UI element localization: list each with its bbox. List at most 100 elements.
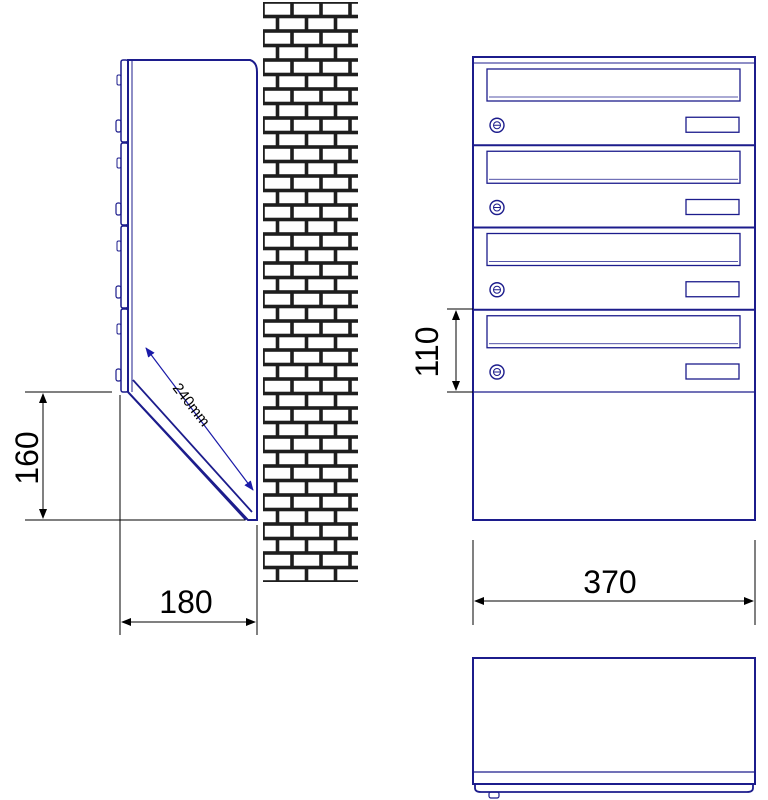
brick — [263, 250, 276, 262]
brick — [308, 569, 334, 581]
brick — [381, 294, 406, 305]
brick — [308, 482, 334, 494]
brick — [366, 18, 391, 29]
brick — [221, 221, 246, 232]
brick — [322, 264, 349, 276]
side-height-label: 160 — [9, 431, 45, 484]
brick — [221, 569, 246, 580]
brick — [264, 467, 291, 479]
brick — [279, 337, 305, 349]
brick — [351, 525, 358, 537]
brick — [366, 337, 391, 348]
brick — [279, 105, 305, 117]
brick — [322, 322, 349, 334]
brick — [322, 235, 349, 247]
brick — [308, 337, 334, 349]
brick-wall — [221, 2, 406, 582]
brick — [366, 76, 391, 87]
name-tag — [685, 281, 740, 298]
brick — [366, 105, 391, 116]
brick — [236, 33, 261, 44]
brick — [337, 569, 358, 581]
brick — [351, 32, 358, 44]
brick — [322, 119, 349, 131]
brick — [293, 322, 320, 334]
brick — [293, 351, 320, 363]
brick — [381, 410, 406, 421]
brick — [308, 163, 334, 175]
brick — [263, 540, 276, 552]
brick — [337, 366, 358, 378]
brick — [264, 525, 291, 537]
brick — [264, 380, 291, 392]
brick — [381, 207, 406, 218]
brick — [337, 453, 358, 465]
brick — [322, 90, 349, 102]
brick — [264, 3, 291, 15]
brick — [221, 134, 246, 145]
brick — [279, 18, 305, 30]
brick — [264, 235, 291, 247]
brick — [366, 366, 391, 377]
brick — [366, 163, 391, 174]
brick — [351, 235, 358, 247]
brick — [366, 47, 391, 58]
brick — [293, 206, 320, 218]
brick — [337, 105, 358, 117]
top-view — [472, 657, 756, 799]
brick — [366, 221, 391, 232]
brick — [322, 148, 349, 160]
brick — [337, 337, 358, 349]
brick — [293, 235, 320, 247]
brick — [221, 163, 246, 174]
brick — [322, 467, 349, 479]
brick — [263, 482, 276, 494]
brick — [308, 453, 334, 465]
brick — [263, 366, 276, 378]
mailbox-compartment — [473, 226, 755, 298]
brick — [337, 163, 358, 175]
brick — [381, 526, 406, 537]
brick — [322, 525, 349, 537]
brick — [263, 192, 276, 204]
front-dimensions: 110 370 — [409, 308, 756, 625]
brick — [279, 366, 305, 378]
letter-slot — [486, 315, 741, 349]
brick — [366, 424, 391, 435]
brick — [264, 206, 291, 218]
brick — [293, 293, 320, 305]
brick — [381, 439, 406, 450]
brick — [366, 569, 391, 580]
brick — [264, 293, 291, 305]
brick — [308, 395, 334, 407]
brick — [337, 511, 358, 523]
brick — [322, 206, 349, 218]
brick — [279, 308, 305, 320]
brick — [381, 62, 406, 73]
brick — [322, 61, 349, 73]
name-tag — [685, 363, 740, 380]
brick — [381, 468, 406, 479]
brick — [264, 351, 291, 363]
brick — [264, 554, 291, 566]
brick — [351, 206, 358, 218]
brick — [337, 47, 358, 59]
side-dimensions: 160 180 — [9, 391, 258, 635]
brick — [263, 569, 276, 581]
brick — [351, 438, 358, 450]
brick — [263, 279, 276, 291]
lock-icon — [489, 364, 505, 380]
brick — [351, 322, 358, 334]
brick — [279, 76, 305, 88]
brick — [308, 76, 334, 88]
brick — [308, 308, 334, 320]
brick — [381, 33, 406, 44]
brick — [337, 250, 358, 262]
brick — [381, 265, 406, 276]
brick — [308, 511, 334, 523]
brick — [351, 293, 358, 305]
mailbox-compartment — [473, 308, 755, 380]
brick — [221, 366, 246, 377]
brick — [351, 90, 358, 102]
